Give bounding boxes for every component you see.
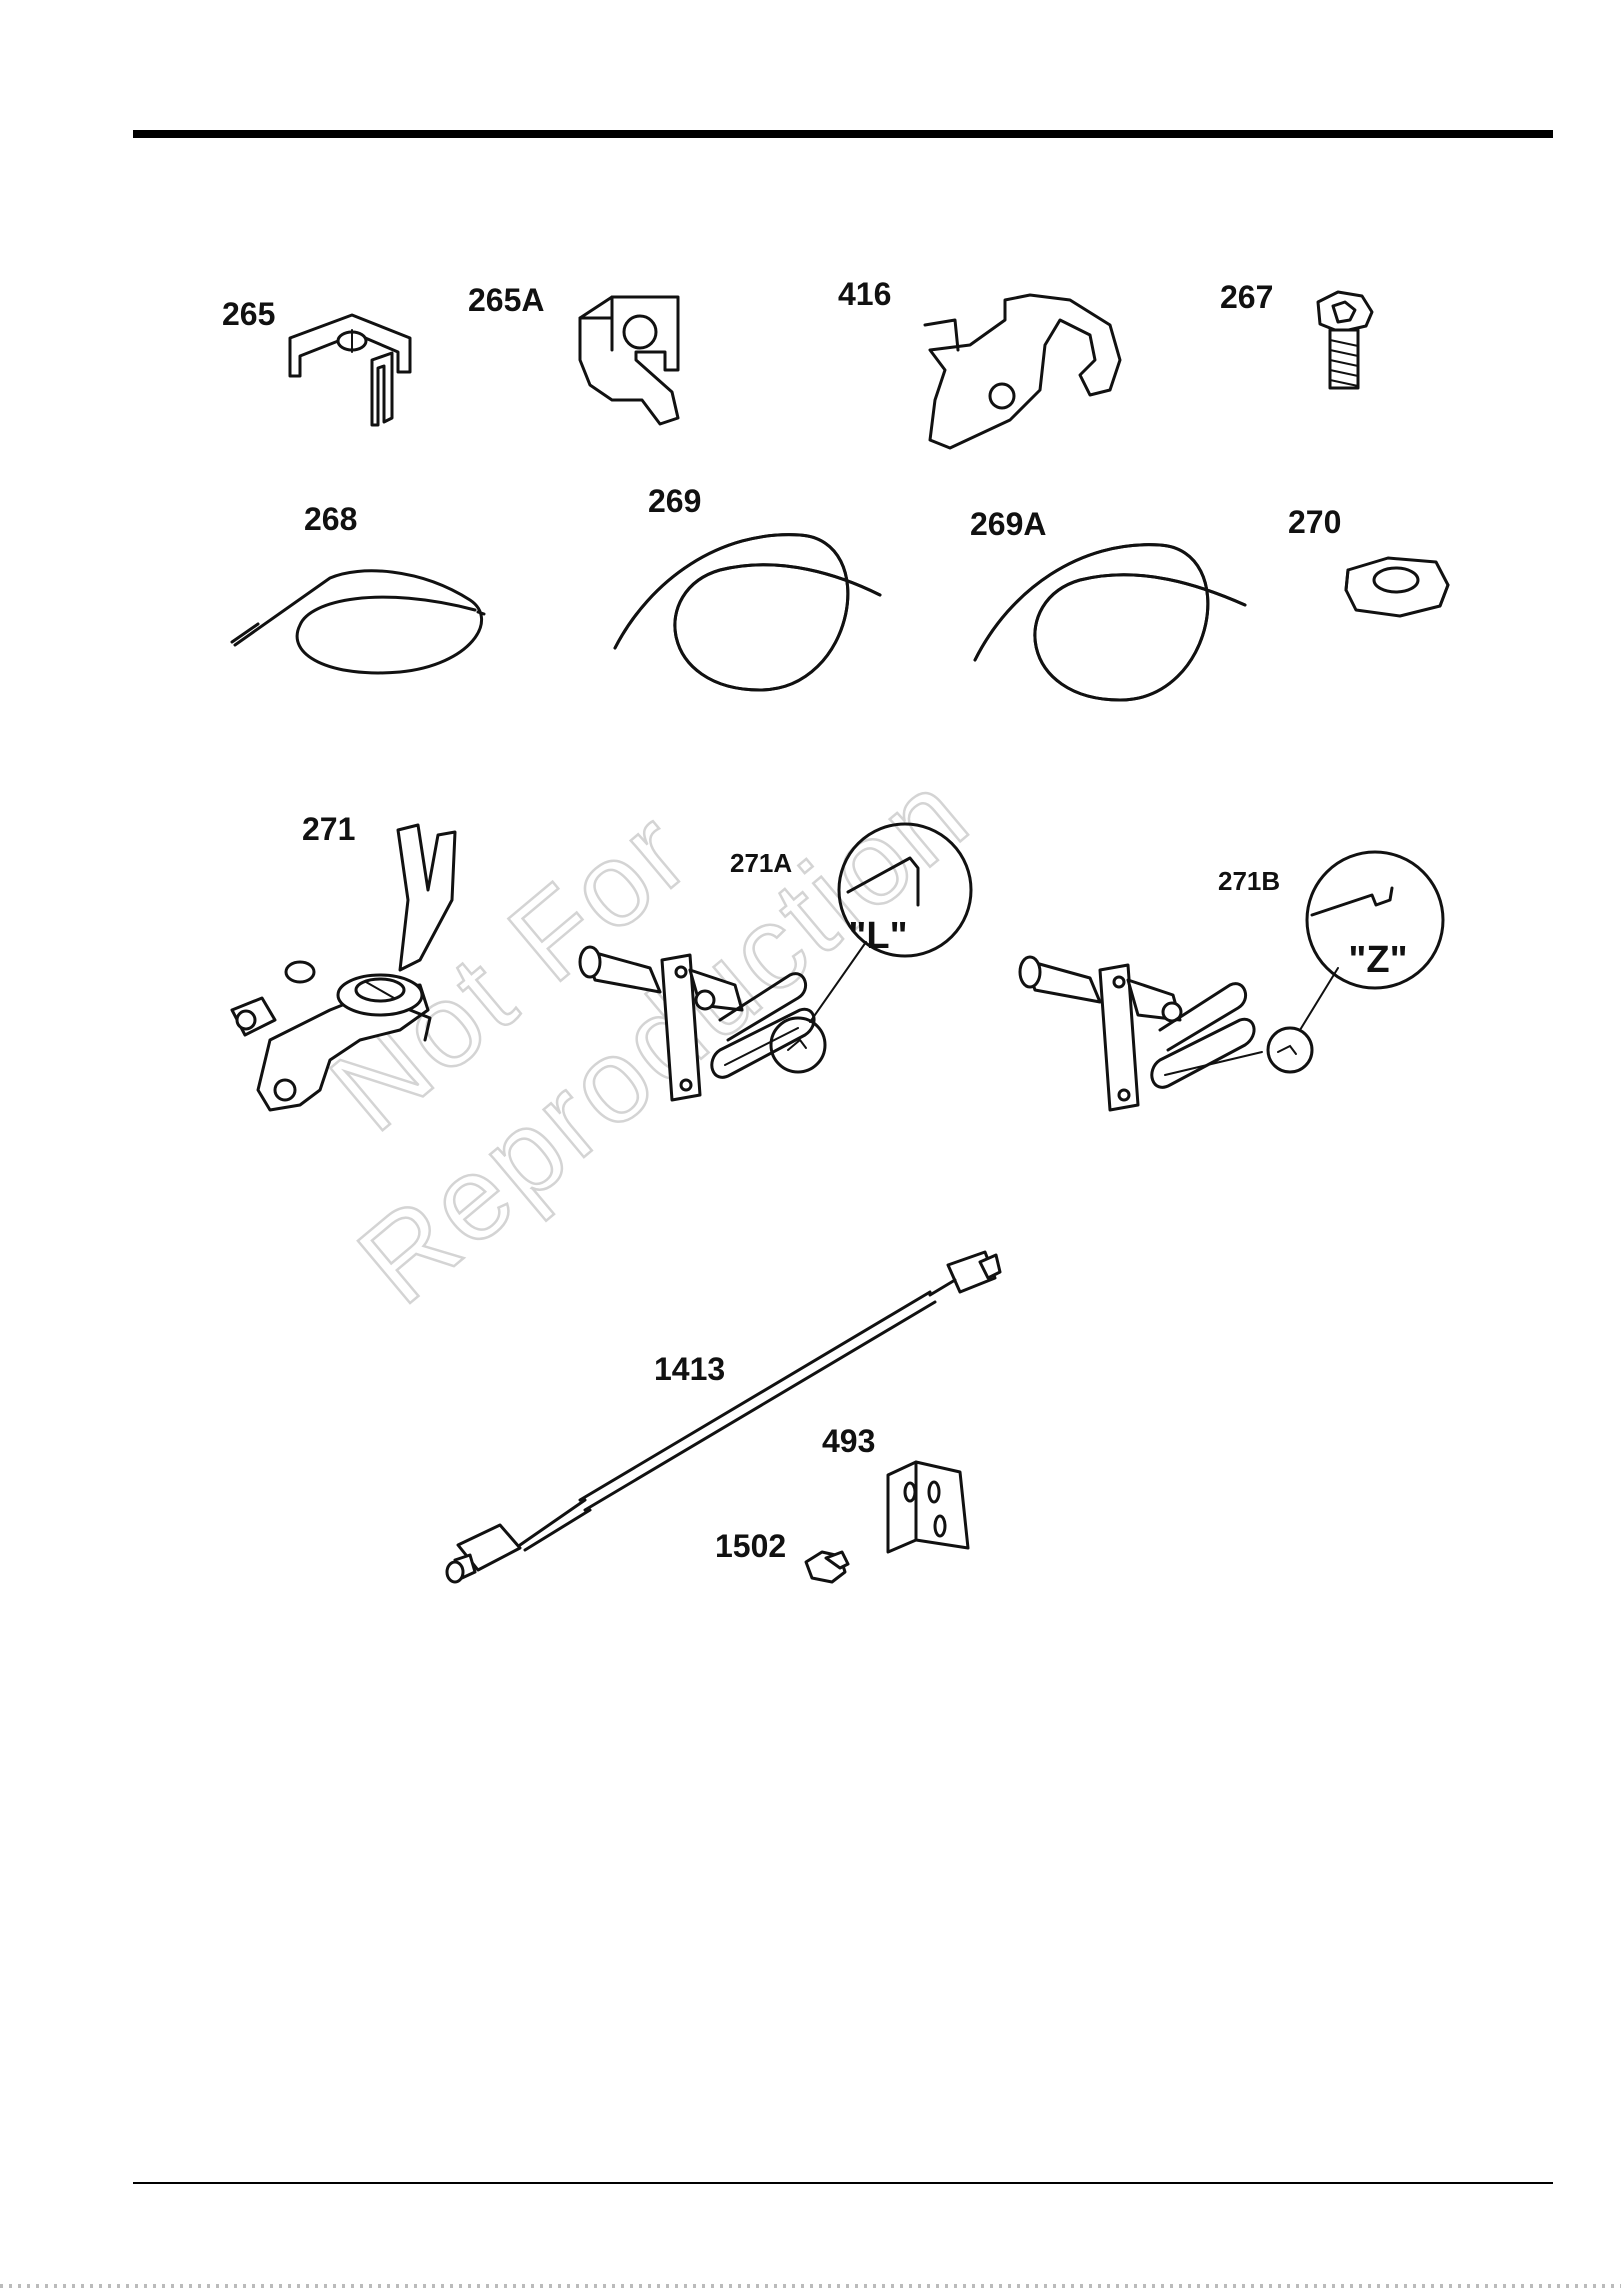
label-416: 416 (838, 276, 891, 312)
label-269a: 269A (970, 506, 1047, 542)
label-265: 265 (222, 296, 275, 332)
label-1413: 1413 (654, 1351, 725, 1387)
part-1502: 1502 (715, 1528, 848, 1582)
label-269: 269 (648, 483, 701, 519)
label-271a: 271A (730, 848, 792, 878)
callout-l: "L" (848, 915, 907, 957)
part-493: 493 (822, 1423, 968, 1552)
part-269a: 269A (970, 506, 1245, 700)
label-268: 268 (304, 501, 357, 537)
footer-rule (133, 2182, 1553, 2184)
label-267: 267 (1220, 279, 1273, 315)
scan-edge (0, 2284, 1621, 2288)
part-265: 265 (222, 296, 410, 425)
label-1502: 1502 (715, 1528, 786, 1564)
part-267: 267 (1220, 279, 1372, 388)
part-268: 268 (232, 501, 484, 673)
label-270: 270 (1288, 504, 1341, 540)
part-270: 270 (1288, 504, 1448, 616)
part-269: 269 (615, 483, 880, 690)
label-493: 493 (822, 1423, 875, 1459)
part-265a: 265A (468, 282, 678, 424)
part-271b: "Z" 271B (1020, 852, 1443, 1110)
label-271b: 271B (1218, 866, 1280, 896)
label-265a: 265A (468, 282, 545, 318)
callout-z: "Z" (1348, 939, 1407, 981)
label-271: 271 (302, 811, 355, 847)
part-416: 416 (838, 276, 1120, 448)
